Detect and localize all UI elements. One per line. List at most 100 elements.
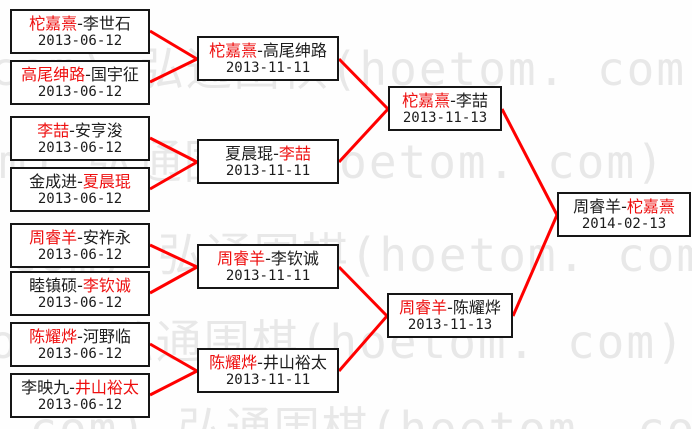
- connector-line: [149, 369, 198, 397]
- player2-name: 井山裕太: [262, 352, 327, 372]
- player2-name: 柁嘉熹: [626, 196, 675, 216]
- match-date: 2013-06-12: [37, 345, 123, 362]
- match-r1-3: 李喆-安亨浚 2013-06-12: [10, 116, 150, 161]
- player1-name: 李喆: [37, 120, 70, 140]
- match-date: 2013-06-12: [37, 246, 123, 263]
- player1-name: 金成进: [29, 171, 78, 191]
- match-date: 2014-02-13: [581, 215, 667, 232]
- name-separator: -: [273, 143, 279, 163]
- player1-name: 周睿羊: [217, 248, 266, 268]
- match-r2-1: 柁嘉熹-高尾绅路 2013-11-11: [197, 36, 339, 81]
- player1-name: 周睿羊: [573, 196, 622, 216]
- player2-name: 安祚永: [82, 227, 131, 247]
- player1-name: 高尾绅路: [21, 64, 86, 84]
- match-date: 2013-06-12: [37, 396, 123, 413]
- player2-name: 李喆: [455, 90, 488, 110]
- player2-name: 夏晨琨: [82, 171, 131, 191]
- match-date: 2013-06-12: [37, 32, 123, 49]
- player1-name: 柁嘉熹: [209, 40, 258, 60]
- connector-line: [511, 214, 559, 317]
- player2-name: 河野临: [82, 326, 131, 346]
- match-r2-4: 陈耀烨-井山裕太 2013-11-11: [197, 348, 339, 393]
- player1-name: 周睿羊: [399, 297, 448, 317]
- match-names: 周睿羊-安祚永: [29, 227, 131, 247]
- player1-name: 柁嘉熹: [402, 90, 451, 110]
- name-separator: -: [85, 64, 91, 84]
- match-date: 2013-11-13: [407, 316, 493, 333]
- name-separator: -: [77, 275, 83, 295]
- player1-name: 周睿羊: [29, 227, 78, 247]
- name-separator: -: [69, 377, 75, 397]
- match-r1-5: 周睿羊-安祚永 2013-06-12: [10, 223, 150, 268]
- match-date: 2013-11-11: [225, 162, 311, 179]
- name-separator: -: [69, 120, 75, 140]
- match-names: 夏晨琨-李喆: [225, 143, 311, 163]
- match-date: 2013-11-11: [225, 59, 311, 76]
- match-names: 金成进-夏晨琨: [29, 171, 131, 191]
- player2-name: 李喆: [278, 143, 311, 163]
- connector-line: [149, 57, 198, 84]
- connector-line: [337, 107, 390, 164]
- match-date: 2013-11-13: [402, 109, 488, 126]
- name-separator: -: [257, 40, 263, 60]
- match-date: 2013-06-12: [37, 190, 123, 207]
- player2-name: 国宇征: [90, 64, 139, 84]
- match-names: 李映九-井山裕太: [21, 377, 139, 397]
- match-names: 陈耀烨-河野临: [29, 326, 131, 346]
- match-date: 2013-06-12: [37, 139, 123, 156]
- name-separator: -: [257, 352, 263, 372]
- match-final: 周睿羊-柁嘉熹 2014-02-13: [557, 192, 691, 237]
- player1-name: 柁嘉熹: [29, 13, 78, 33]
- name-separator: -: [447, 297, 453, 317]
- connector-line: [500, 108, 559, 216]
- watermark-text: 弘通围棋(hoetom. com): [87, 135, 666, 189]
- watermark-row: 弘通围棋(hoetom. com) 弘通围棋(hoetom. com) 弘通围棋…: [0, 138, 692, 186]
- connector-line: [337, 265, 389, 318]
- connector-line: [149, 243, 198, 269]
- match-names: 高尾绅路-国宇征: [21, 64, 139, 84]
- match-names: 周睿羊-陈耀烨: [399, 297, 501, 317]
- match-names: 柁嘉熹-李世石: [29, 13, 131, 33]
- connector-line: [149, 265, 198, 295]
- player2-name: 高尾绅路: [262, 40, 327, 60]
- match-date: 2013-11-11: [225, 267, 311, 284]
- connector-line: [149, 29, 198, 61]
- name-separator: -: [77, 227, 83, 247]
- match-names: 陈耀烨-井山裕太: [209, 352, 327, 372]
- connector-line: [337, 57, 390, 111]
- connector-line: [149, 136, 198, 164]
- player2-name: 安亨浚: [74, 120, 123, 140]
- player1-name: 李映九: [21, 377, 70, 397]
- name-separator: -: [77, 171, 83, 191]
- name-separator: -: [77, 326, 83, 346]
- player2-name: 李世石: [82, 13, 131, 33]
- match-r1-4: 金成进-夏晨琨 2013-06-12: [10, 167, 150, 212]
- watermark-text: 弘通围棋(hoetom. com): [177, 402, 692, 429]
- match-sf-1: 柁嘉熹-李喆 2013-11-13: [388, 86, 502, 131]
- match-names: 李喆-安亨浚: [37, 120, 123, 140]
- player1-name: 睦镇硕: [29, 275, 78, 295]
- player1-name: 陈耀烨: [29, 326, 78, 346]
- name-separator: -: [621, 196, 627, 216]
- match-names: 睦镇硕-李钦诚: [29, 275, 131, 295]
- match-names: 柁嘉熹-李喆: [402, 90, 488, 110]
- match-names: 周睿羊-李钦诚: [217, 248, 319, 268]
- player1-name: 陈耀烨: [209, 352, 258, 372]
- name-separator: -: [450, 90, 456, 110]
- name-separator: -: [77, 13, 83, 33]
- player2-name: 李钦诚: [270, 248, 319, 268]
- match-sf-2: 周睿羊-陈耀烨 2013-11-13: [387, 293, 513, 338]
- match-r1-8: 李映九-井山裕太 2013-06-12: [10, 373, 150, 418]
- match-r1-2: 高尾绅路-国宇征 2013-06-12: [10, 60, 150, 105]
- name-separator: -: [265, 248, 271, 268]
- player2-name: 陈耀烨: [452, 297, 501, 317]
- connector-line: [149, 342, 198, 373]
- connector-line: [149, 160, 198, 191]
- match-r2-3: 周睿羊-李钦诚 2013-11-11: [197, 244, 339, 289]
- match-names: 周睿羊-柁嘉熹: [573, 196, 675, 216]
- player1-name: 夏晨琨: [225, 143, 274, 163]
- match-date: 2013-06-12: [37, 83, 123, 100]
- player2-name: 井山裕太: [74, 377, 139, 397]
